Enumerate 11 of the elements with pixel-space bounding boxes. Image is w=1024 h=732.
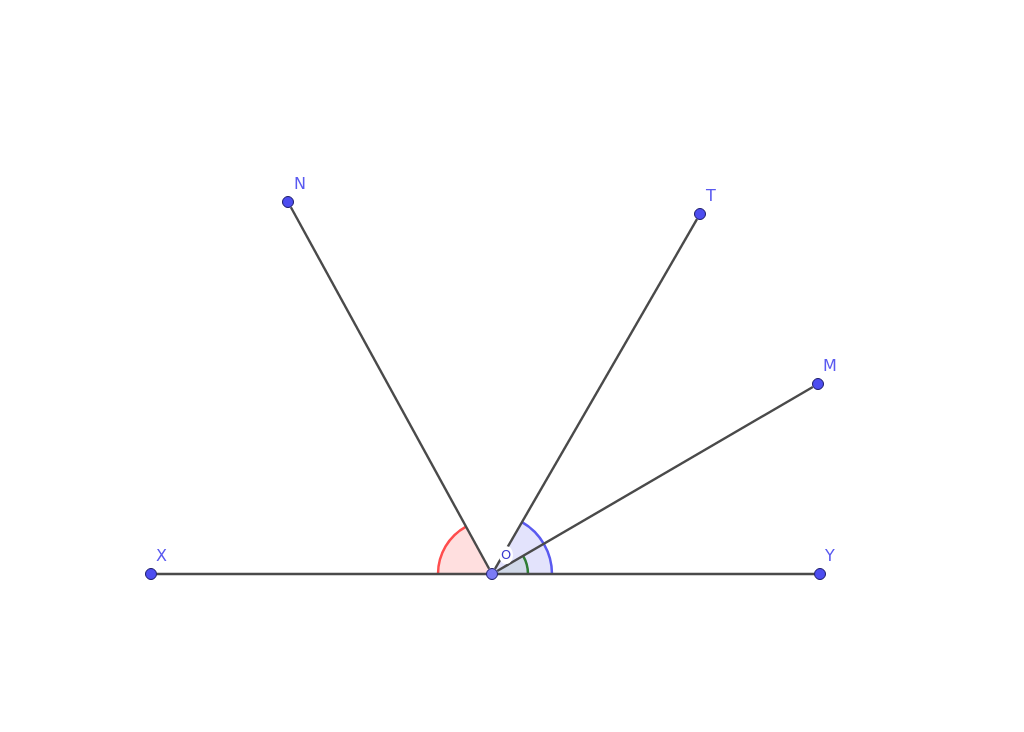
point-label: N bbox=[294, 175, 306, 193]
line-segment bbox=[157, 572, 486, 576]
point-label: M bbox=[823, 357, 837, 375]
point-label: O bbox=[499, 546, 514, 564]
point-label: T bbox=[706, 187, 716, 205]
point-label: Y bbox=[825, 547, 835, 565]
line-segment bbox=[496, 386, 814, 572]
line-segment bbox=[289, 206, 491, 570]
line-segment bbox=[493, 218, 699, 570]
point-label: X bbox=[156, 547, 167, 565]
line-segment bbox=[498, 572, 814, 576]
